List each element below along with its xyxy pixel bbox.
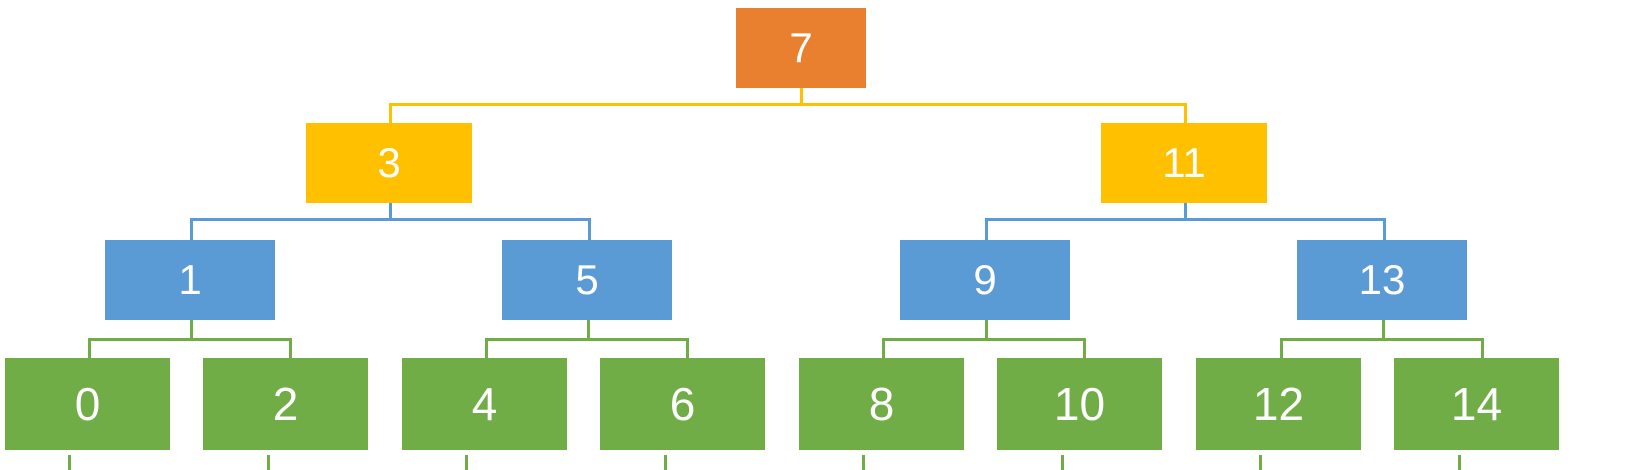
- edge-5-to-children-stub-right: [686, 338, 689, 360]
- tree-node-3[interactable]: 3: [306, 123, 472, 203]
- edge-3-to-children-drop: [389, 203, 392, 220]
- tree-node-10[interactable]: 10: [997, 358, 1162, 450]
- tree-node-8[interactable]: 8: [799, 358, 964, 450]
- edge-5-to-children-bus: [485, 338, 689, 341]
- leaf-stub-2: [465, 455, 468, 470]
- leaf-stub-0: [68, 455, 71, 470]
- edge-3-to-children-bus: [190, 218, 588, 221]
- tree-node-9[interactable]: 9: [900, 240, 1070, 320]
- tree-node-label-12: 12: [1252, 378, 1305, 430]
- leaf-stub-4: [862, 455, 865, 470]
- tree-node-label-2: 2: [272, 378, 299, 430]
- edge-9-to-children-stub-left: [882, 338, 885, 360]
- edge-9-to-children-bus: [882, 338, 1086, 341]
- tree-node-7[interactable]: 7: [736, 8, 866, 88]
- tree-node-label-4: 4: [471, 378, 498, 430]
- edge-1-to-children-drop: [190, 320, 193, 338]
- edge-7-to-children-stub-right: [1184, 103, 1187, 125]
- tree-node-label-10: 10: [1053, 378, 1106, 430]
- tree-node-4[interactable]: 4: [402, 358, 567, 450]
- edge-11-to-children-bus: [985, 218, 1383, 221]
- leaf-stub-5: [1061, 455, 1064, 470]
- tree-node-label-14: 14: [1450, 378, 1503, 430]
- edge-7-to-children-stub-left: [389, 103, 392, 125]
- tree-node-13[interactable]: 13: [1297, 240, 1467, 320]
- edge-7-to-children-bus: [389, 103, 1184, 106]
- edge-3-to-children-stub-right: [588, 218, 591, 242]
- tree-node-5[interactable]: 5: [502, 240, 672, 320]
- edge-11-to-children-stub-left: [985, 218, 988, 242]
- edge-13-to-children-drop: [1382, 320, 1385, 338]
- tree-node-11[interactable]: 11: [1101, 123, 1267, 203]
- edge-9-to-children-stub-right: [1083, 338, 1086, 360]
- tree-node-label-8: 8: [868, 378, 895, 430]
- tree-node-1[interactable]: 1: [105, 240, 275, 320]
- edge-7-to-children-drop: [800, 88, 803, 105]
- tree-node-label-1: 1: [178, 256, 202, 303]
- tree-node-label-11: 11: [1162, 139, 1206, 186]
- edge-1-to-children-stub-left: [88, 338, 91, 360]
- tree-node-label-0: 0: [74, 378, 101, 430]
- tree-node-label-7: 7: [789, 24, 813, 71]
- edge-11-to-children-drop: [1184, 203, 1187, 220]
- leaf-stub-6: [1259, 455, 1262, 470]
- edge-13-to-children-stub-right: [1481, 338, 1484, 360]
- leaf-stub-3: [664, 455, 667, 470]
- tree-node-2[interactable]: 2: [203, 358, 368, 450]
- leaf-stub-7: [1458, 455, 1461, 470]
- edge-9-to-children-drop: [985, 320, 988, 338]
- leaf-stub-1: [267, 455, 270, 470]
- edge-1-to-children-stub-right: [289, 338, 292, 360]
- tree-node-0[interactable]: 0: [5, 358, 170, 450]
- tree-node-14[interactable]: 14: [1394, 358, 1559, 450]
- edge-13-to-children-bus: [1280, 338, 1484, 341]
- edge-5-to-children-stub-left: [485, 338, 488, 360]
- edge-3-to-children-stub-left: [190, 218, 193, 242]
- edge-11-to-children-stub-right: [1383, 218, 1386, 242]
- tree-node-6[interactable]: 6: [600, 358, 765, 450]
- edge-1-to-children-bus: [88, 338, 292, 341]
- tree-node-label-9: 9: [973, 256, 997, 303]
- tree-node-label-13: 13: [1358, 256, 1406, 303]
- edge-13-to-children-stub-left: [1280, 338, 1283, 360]
- tree-node-label-5: 5: [575, 256, 599, 303]
- tree-node-label-3: 3: [377, 139, 401, 186]
- tree-node-label-6: 6: [669, 378, 696, 430]
- tree-node-12[interactable]: 12: [1196, 358, 1361, 450]
- edge-5-to-children-drop: [587, 320, 590, 338]
